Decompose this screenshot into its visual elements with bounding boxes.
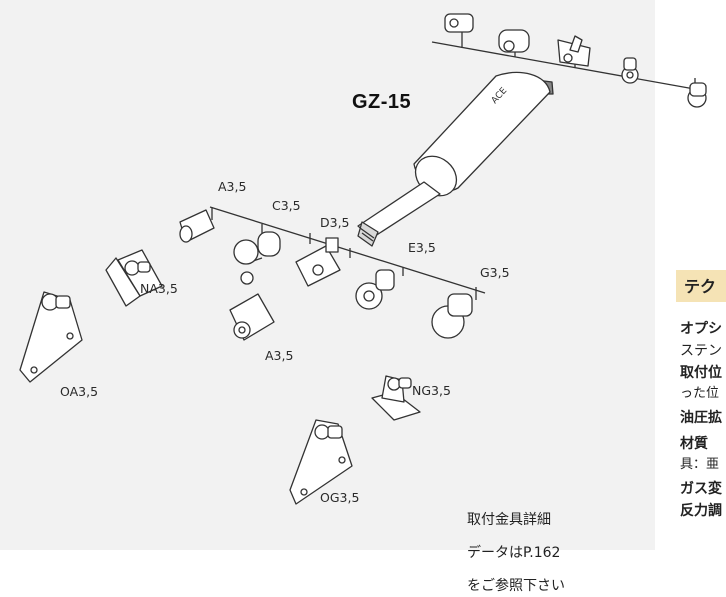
a35-top-fitting bbox=[179, 209, 215, 243]
tech-header: テク bbox=[684, 277, 717, 296]
tech-row-6: 材質 bbox=[680, 436, 708, 452]
d35-clevis bbox=[295, 237, 341, 287]
fitting-label-g35: G3,5 bbox=[480, 265, 510, 280]
a35-lower-fitting bbox=[229, 293, 275, 341]
caption-line-2: データはP.162 bbox=[467, 545, 561, 561]
caption-line-1: 取付金具詳細 bbox=[467, 512, 551, 528]
gas-spring-gz15: ACE bbox=[357, 71, 554, 247]
oa35-bracket bbox=[19, 291, 83, 383]
c35-ball-joint bbox=[233, 231, 281, 285]
fitting-label-oa35: OA3,5 bbox=[60, 384, 99, 399]
fitting-label-c35: C3,5 bbox=[272, 198, 301, 213]
tech-row-1: オプシ bbox=[680, 321, 722, 337]
fitting-label-a35-top: A3,5 bbox=[218, 179, 247, 194]
tech-row-4: った位 bbox=[680, 386, 720, 401]
top-cap-fitting bbox=[687, 82, 707, 108]
tech-row-3: 取付位 bbox=[680, 365, 722, 381]
caption-line-3: をご参照下さい bbox=[467, 578, 565, 594]
top-eyelet-fitting bbox=[444, 13, 474, 33]
fitting-label-ng35: NG3,5 bbox=[412, 383, 451, 398]
top-ring-fitting bbox=[621, 57, 639, 84]
top-clevis-fitting bbox=[557, 35, 591, 67]
og35-bracket bbox=[289, 419, 353, 505]
fitting-label-d35: D3,5 bbox=[320, 215, 350, 230]
tech-row-9: 反力調 bbox=[680, 503, 722, 519]
tech-row-8: ガス変 bbox=[680, 481, 722, 497]
top-ball-socket-fitting bbox=[498, 29, 530, 53]
fitting-label-e35: E3,5 bbox=[408, 240, 436, 255]
g35-cap bbox=[431, 293, 473, 339]
fitting-rail bbox=[209, 206, 486, 300]
fitting-label-og35: OG3,5 bbox=[320, 490, 360, 505]
tech-row-5: 油圧拡 bbox=[680, 410, 722, 426]
tech-row-2: ステン bbox=[680, 343, 722, 359]
fitting-label-na35: NA3,5 bbox=[140, 281, 178, 296]
tech-row-7: 具：亜 bbox=[680, 457, 720, 472]
tech-header-band bbox=[676, 270, 726, 302]
fitting-label-a35-lower: A3,5 bbox=[265, 348, 294, 363]
e35-eyelet bbox=[355, 269, 395, 310]
ng35-bracket bbox=[371, 375, 421, 421]
na35-bracket bbox=[105, 249, 163, 307]
model-title: GZ-15 bbox=[352, 91, 412, 113]
